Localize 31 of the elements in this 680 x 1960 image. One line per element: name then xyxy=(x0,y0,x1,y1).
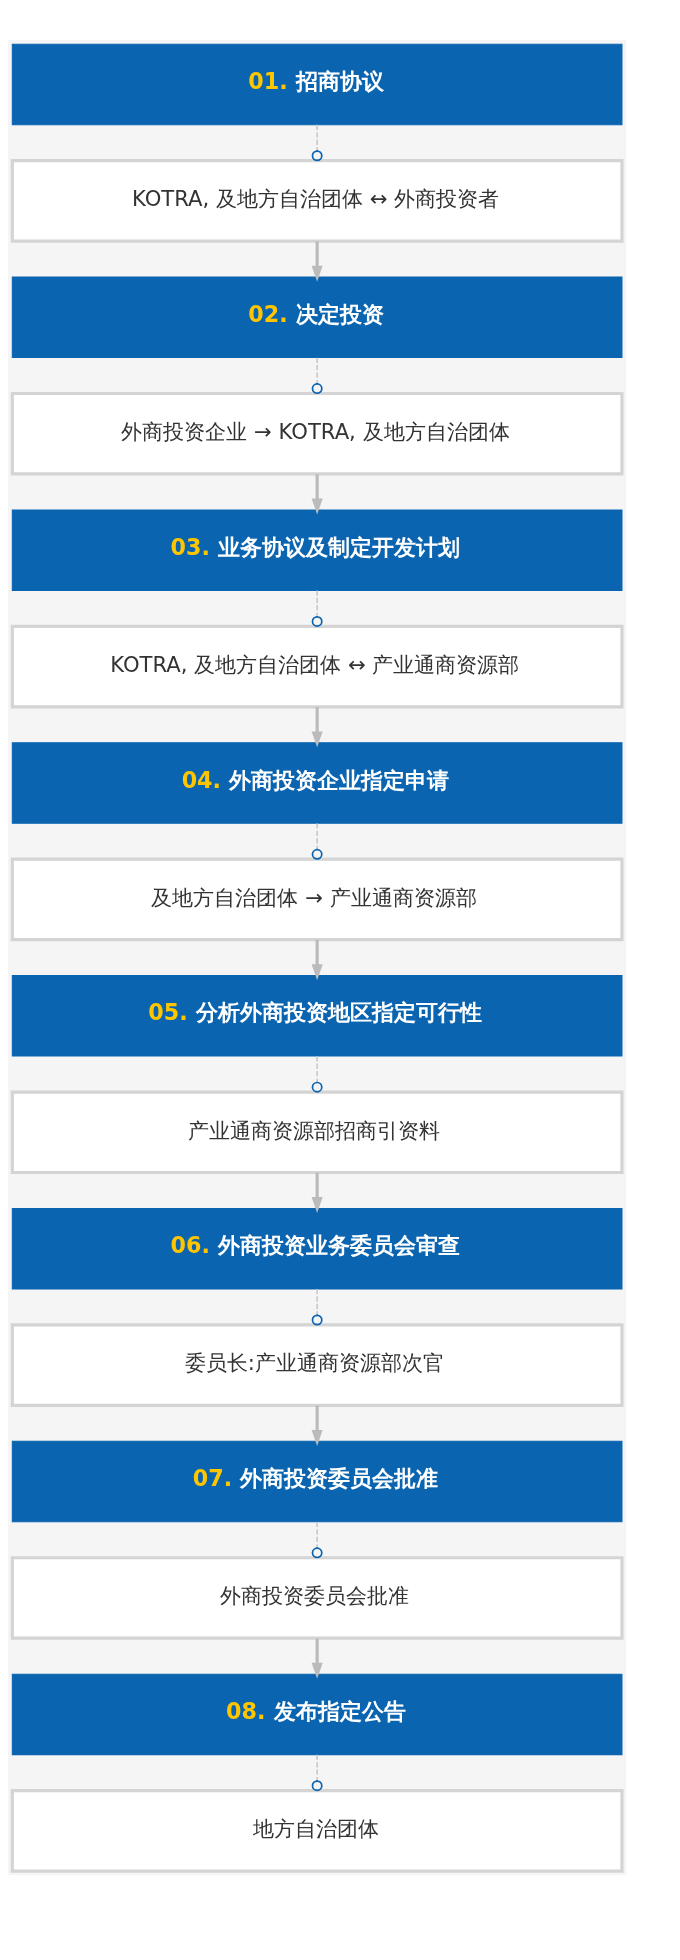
node-box: 04. 外商投资企业指定申请 xyxy=(11,741,623,824)
node-box: 地方自治团体 xyxy=(10,1788,624,1873)
connector xyxy=(311,1287,323,1325)
arrow xyxy=(311,1405,323,1446)
node-box: 06. 外商投资业务委员会审查 xyxy=(11,1207,623,1289)
node-box: 外商投资企业 → KOTRA, 及地方自治团体 xyxy=(10,391,624,476)
node-box: 03. 业务协议及制定开发计划 xyxy=(11,508,623,591)
node-box: KOTRA, 及地方自治团体 ↔ 外商投资者 xyxy=(10,158,624,243)
connector xyxy=(311,1054,323,1093)
arrow xyxy=(311,1637,323,1679)
node-box: 02. 决定投资 xyxy=(11,276,623,358)
node-box: 05. 分析外商投资地区指定可行性 xyxy=(11,974,623,1057)
connector xyxy=(311,822,323,860)
connector xyxy=(311,589,323,627)
connector xyxy=(311,123,323,161)
node-box: 及地方自治团体 → 产业通商资源部 xyxy=(10,857,624,941)
node-box: 委员长:产业通商资源部次官 xyxy=(10,1322,624,1407)
arrow xyxy=(311,1172,323,1213)
connector xyxy=(311,1753,323,1791)
arrow xyxy=(311,706,323,747)
connector xyxy=(311,356,323,394)
node-box: 07. 外商投资委员会批准 xyxy=(11,1440,623,1522)
node-box: 08. 发布指定公告 xyxy=(11,1673,623,1755)
arrow xyxy=(311,473,323,514)
node-box: 01. 招商协议 xyxy=(11,43,623,125)
arrow xyxy=(311,240,323,282)
node-box: 外商投资委员会批准 xyxy=(10,1555,624,1640)
node-box: 产业通商资源部招商引资料 xyxy=(10,1089,624,1174)
node-box: KOTRA, 及地方自治团体 ↔ 产业通商资源部 xyxy=(10,624,624,708)
connector xyxy=(311,1520,323,1558)
arrow xyxy=(311,939,323,980)
